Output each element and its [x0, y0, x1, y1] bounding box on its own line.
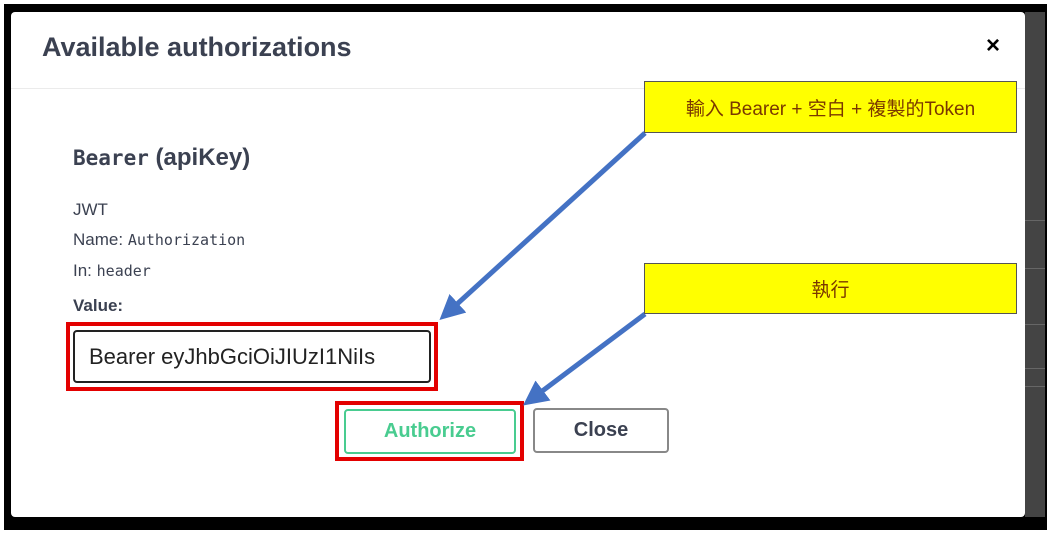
token-value-input[interactable] [73, 330, 431, 383]
arrow-to-value-input [439, 131, 647, 321]
callout-execute: 執行 [644, 263, 1017, 314]
dialog-header: Available authorizations × [11, 12, 1025, 89]
auth-scheme-name: Bearer [73, 146, 149, 170]
auth-format: JWT [73, 200, 108, 219]
close-button[interactable]: Close [533, 408, 669, 453]
background-page-edge [1025, 12, 1045, 517]
callout-enter-token: 輸入 Bearer + 空白 + 複製的Token [644, 81, 1017, 133]
auth-in-label: In: [73, 261, 92, 280]
value-highlight-box [66, 322, 438, 391]
authorize-highlight-box [335, 401, 524, 461]
auth-scheme-heading: Bearer (apiKey) [73, 144, 250, 172]
auth-name-label: Name: [73, 230, 124, 249]
auth-name-row: Name: Authorization [73, 230, 245, 250]
dialog-title: Available authorizations [42, 32, 352, 62]
auth-scheme-type: (apiKey) [148, 144, 251, 171]
auth-in-value: header [96, 262, 151, 280]
close-icon[interactable]: × [985, 32, 1000, 59]
authorize-button[interactable]: Authorize [344, 409, 516, 454]
arrow-to-authorize-button [523, 312, 647, 406]
auth-in-row: In: header [73, 261, 151, 281]
value-label: Value: [73, 296, 124, 315]
auth-name-value: Authorization [127, 231, 246, 249]
